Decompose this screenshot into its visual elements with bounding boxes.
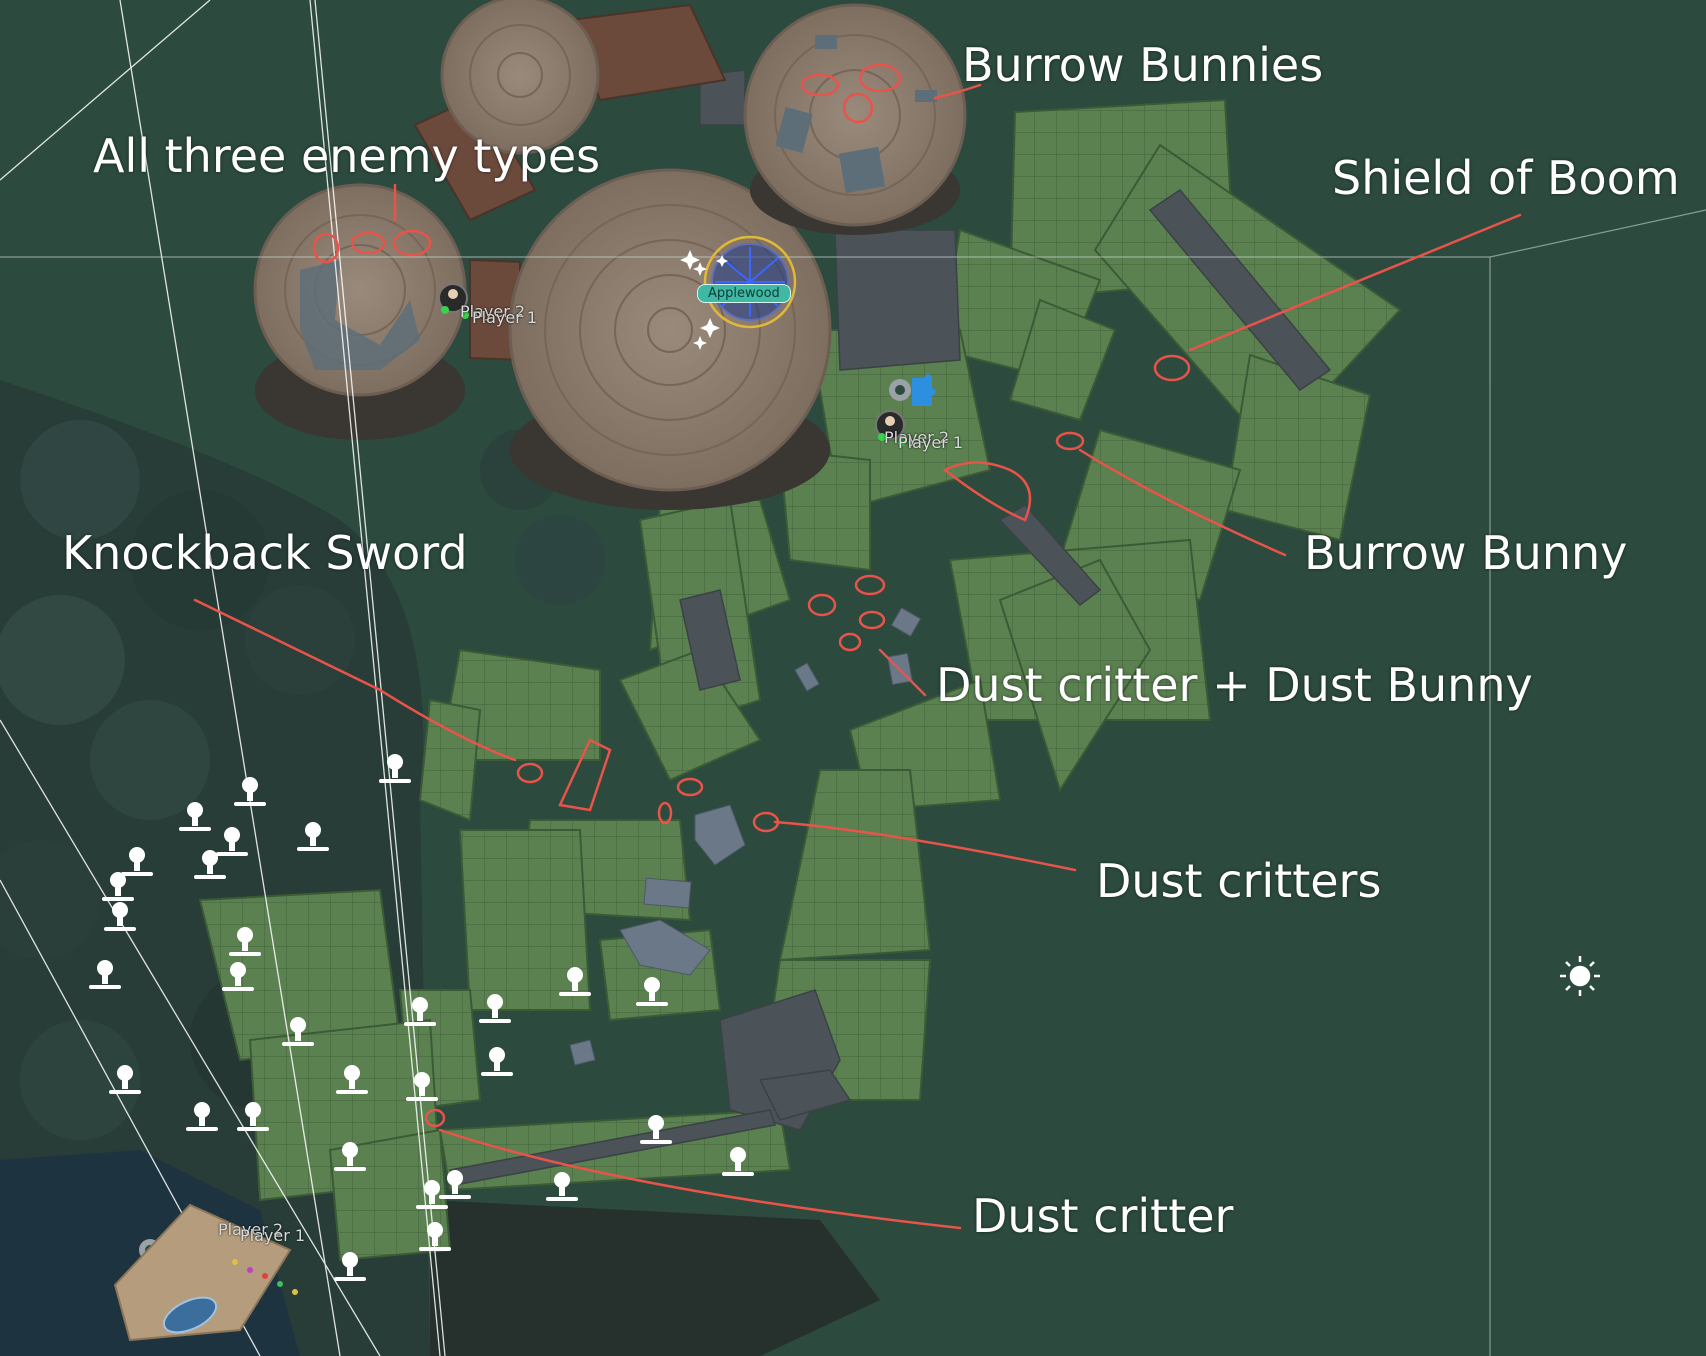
annotation-burrow-bunny: Burrow Bunny — [1304, 526, 1628, 580]
annotation-dust-critter-dust-bunny: Dust critter + Dust Bunny — [936, 658, 1533, 712]
props — [569, 607, 922, 1066]
player-1-tag: Player 1 — [472, 308, 538, 327]
player-2-tag: Player 2 — [218, 1220, 284, 1239]
rock-blocks — [449, 69, 1332, 1186]
puzzle-gear-icon — [889, 374, 936, 406]
annotation-all-three-enemy-types: All three enemy types — [93, 129, 601, 183]
annotation-burrow-bunnies: Burrow Bunnies — [962, 38, 1324, 92]
annotation-shield-of-boom: Shield of Boom — [1332, 151, 1680, 205]
player-1-tag: Player 1 — [898, 433, 964, 452]
boat-icon — [162, 1296, 218, 1334]
annotation-knockback-sword: Knockback Sword — [62, 526, 468, 580]
annotation-dust-critter: Dust critter — [972, 1189, 1234, 1243]
camera-guide-lines — [0, 0, 446, 1356]
location-label-applewood: Applewood — [697, 284, 791, 303]
dock-area — [113, 1203, 298, 1342]
player-2-tag: Player 2 — [884, 428, 950, 447]
player-2-tag: Player 2 — [460, 302, 526, 321]
wooden-boards — [413, 3, 727, 362]
player-1-tag: Player 1 — [240, 1226, 306, 1245]
annotation-dust-critters: Dust critters — [1096, 854, 1382, 908]
player-avatar-icon — [438, 283, 469, 319]
sun-light-icon — [1560, 956, 1600, 996]
player-avatar-icon — [875, 410, 906, 446]
annotation-ink — [193, 63, 1522, 1230]
